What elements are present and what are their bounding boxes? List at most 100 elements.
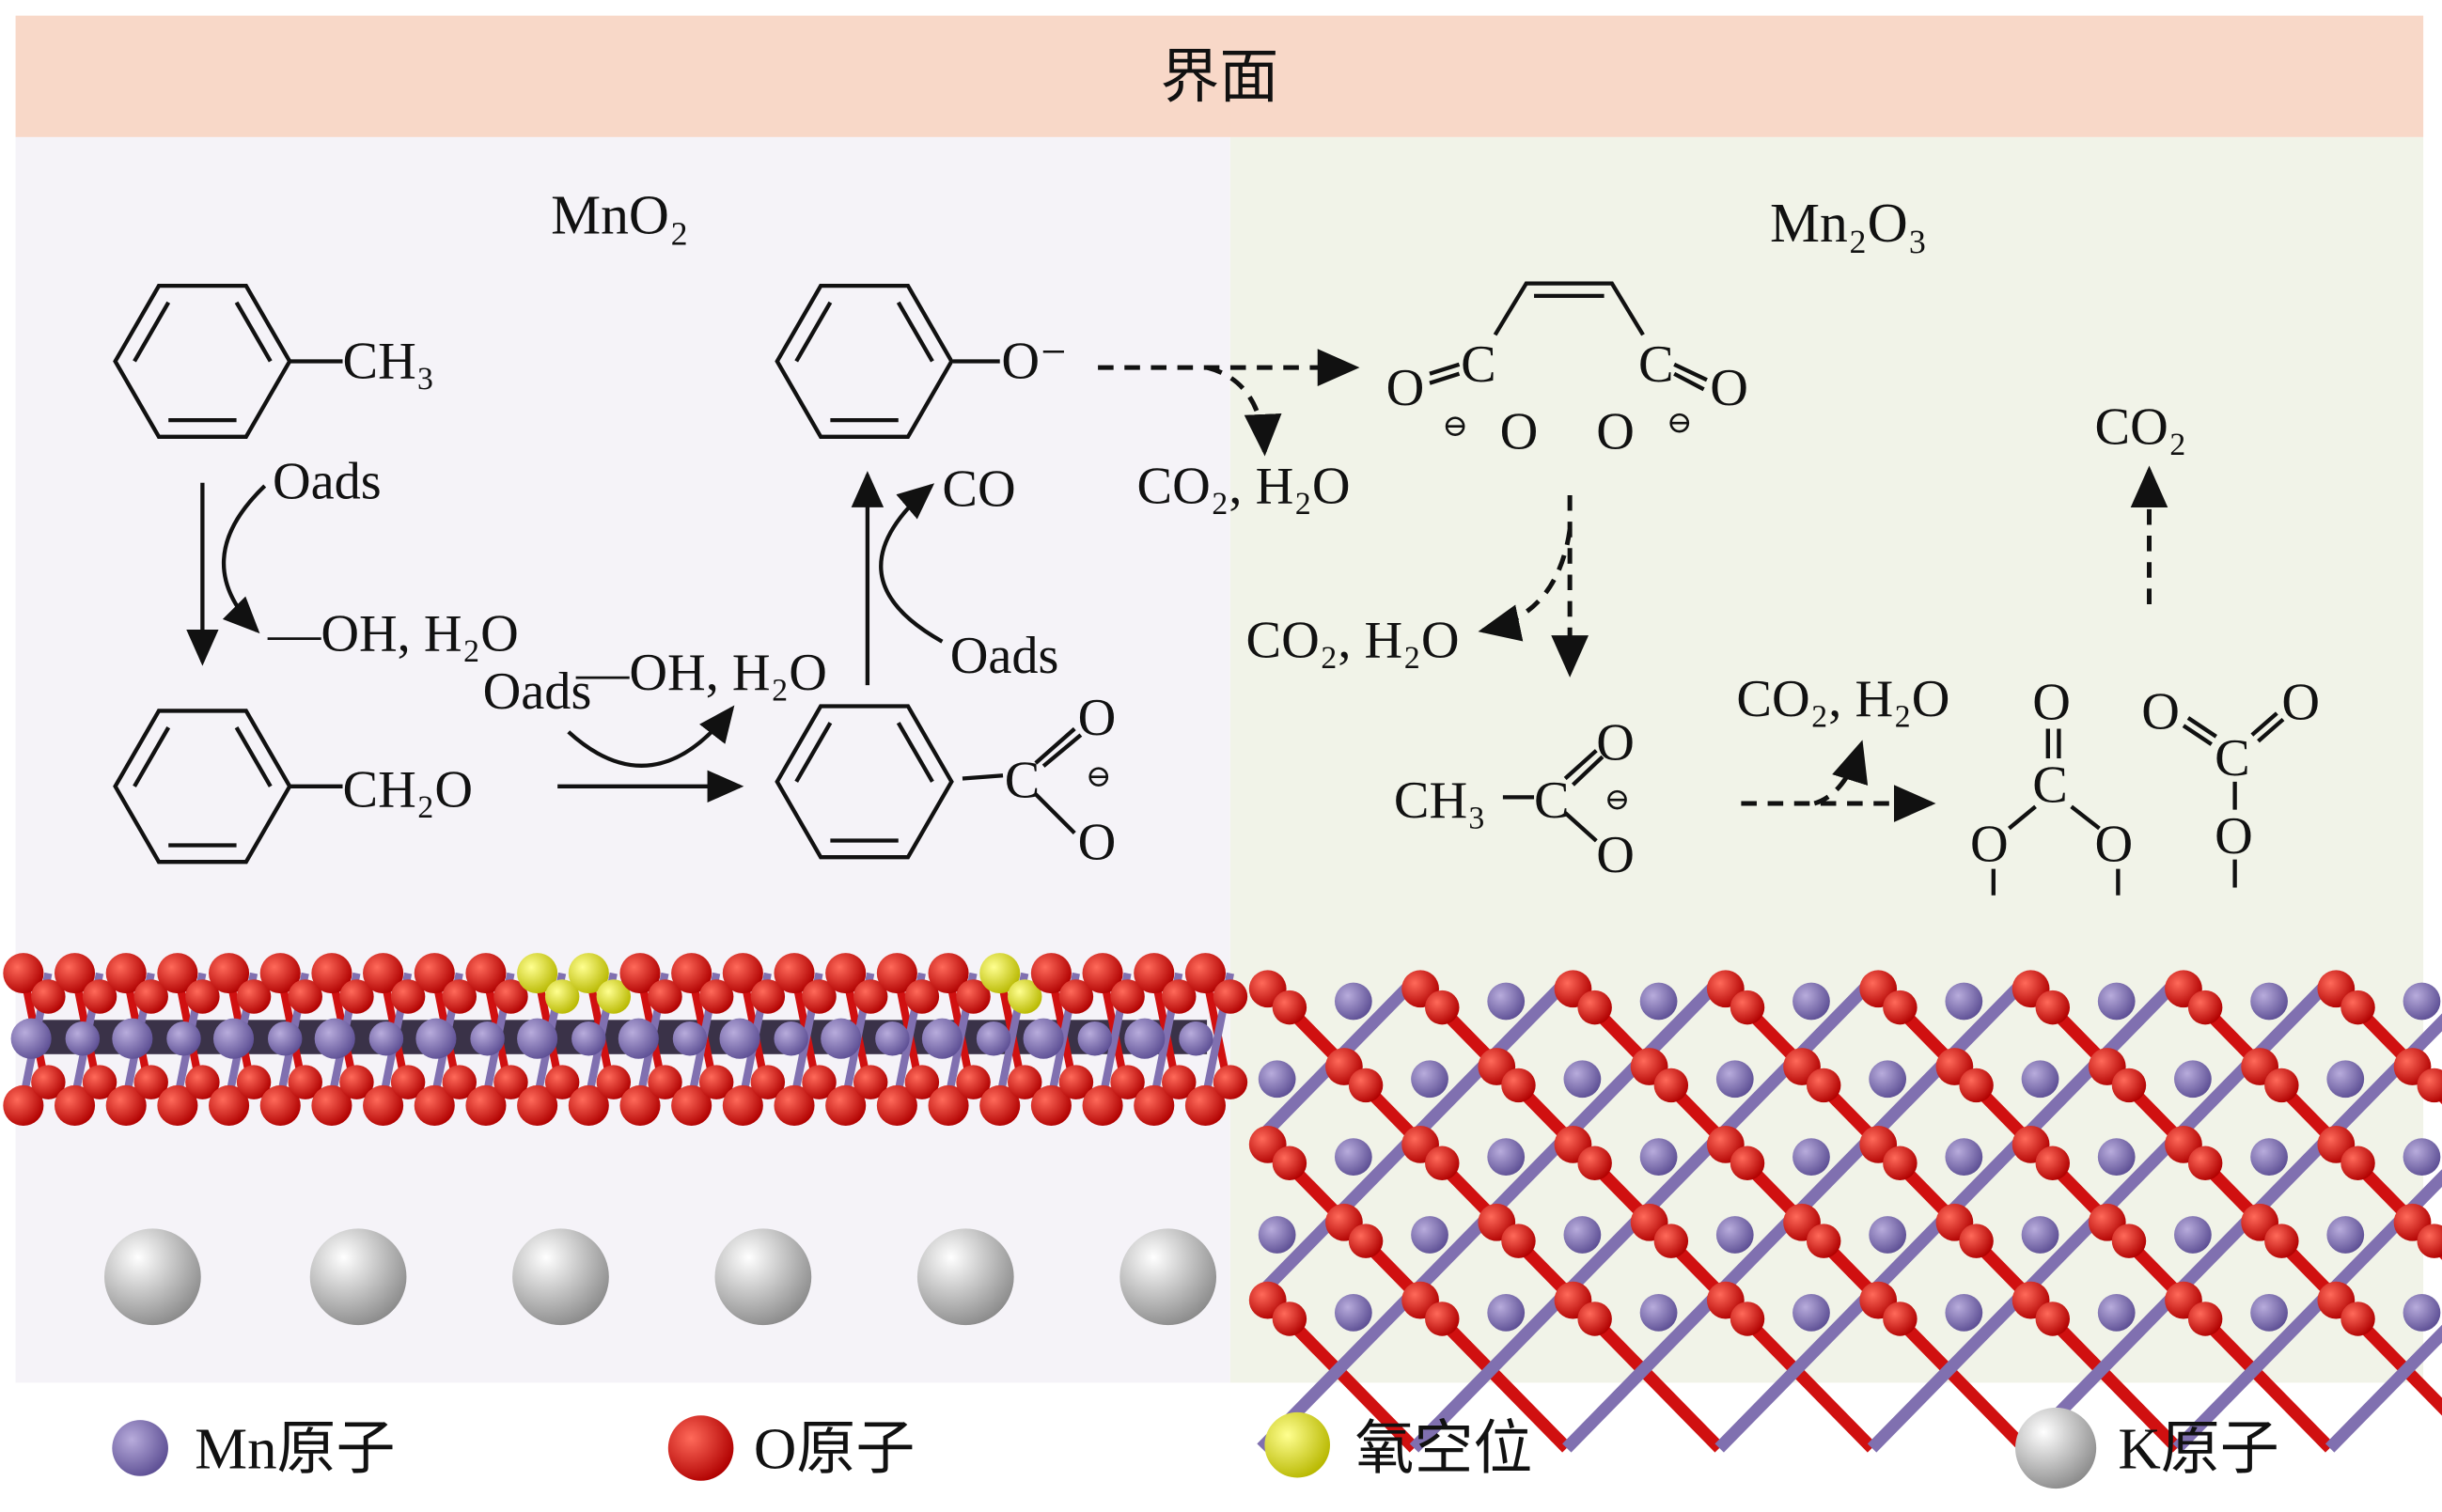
- o-atom: [311, 1084, 352, 1127]
- o-atom: [876, 1084, 917, 1127]
- mn-o-bond: [2325, 1324, 2442, 1453]
- o-atom: [1030, 953, 1072, 994]
- mn-atom: [267, 1021, 303, 1056]
- o-atom: [825, 953, 867, 994]
- o-atom: [465, 953, 507, 994]
- carbonate2-o-left: O: [2141, 683, 2180, 741]
- o-atom: [1501, 1068, 1536, 1103]
- mn2o3-crystal-structure: [1248, 970, 2442, 1453]
- mn-atom: [1945, 1293, 1983, 1332]
- o-atom: [904, 1065, 940, 1099]
- co2-label: CO₂: [2095, 397, 2187, 456]
- maleate-charge-2: ⊖: [1667, 406, 1693, 441]
- o-atom: [311, 953, 352, 994]
- o-atom: [825, 1084, 867, 1127]
- o-atom: [1806, 1068, 1841, 1103]
- mn-atom: [1869, 1216, 1907, 1254]
- k-atom: [1119, 1228, 1217, 1326]
- acetate-o1: O: [1596, 714, 1635, 772]
- o-atom: [288, 979, 322, 1014]
- maleate-c2: C: [1638, 335, 1674, 394]
- o-atom: [722, 953, 763, 994]
- o-atom: [259, 1084, 301, 1127]
- mn-atom: [1563, 1060, 1602, 1099]
- o-atom: [596, 1065, 632, 1099]
- o-atom: [619, 1084, 661, 1127]
- o-atom: [493, 979, 528, 1014]
- legend-vacancy-swatch: [1264, 1411, 1330, 1478]
- o-atom: [185, 1065, 220, 1099]
- o-atom: [671, 953, 712, 994]
- o-atom: [1348, 1068, 1384, 1103]
- o-atom: [1134, 1084, 1175, 1127]
- byproduct-1: —OH, H₂O: [267, 605, 519, 663]
- o-atom: [1082, 953, 1123, 994]
- mn-atom: [2326, 1060, 2365, 1099]
- benzene-ring: [775, 283, 954, 439]
- carbonate1-o-left: O: [1970, 815, 2009, 873]
- mn-atom: [2250, 1138, 2288, 1177]
- o-atom: [1348, 1224, 1384, 1258]
- mn-o-bond: [1714, 1287, 1877, 1453]
- mn-atom: [415, 1018, 457, 1059]
- o-atom: [1425, 1302, 1460, 1336]
- o-atom: [3, 1084, 44, 1127]
- mn-atom: [1792, 982, 1830, 1021]
- benzene-ring: [113, 709, 292, 865]
- o-atom: [802, 979, 837, 1014]
- o-atom: [517, 1084, 558, 1127]
- mn-atom: [2174, 1216, 2212, 1254]
- legend-o-label: O原子: [754, 1416, 915, 1482]
- o-atom: [544, 1065, 580, 1099]
- o-atom: [54, 953, 96, 994]
- mn-atom: [1334, 1138, 1372, 1177]
- oads-label-3: Oads: [950, 627, 1059, 685]
- o-atom: [465, 1084, 507, 1127]
- o-atom: [698, 979, 734, 1014]
- k-atom: [104, 1228, 201, 1326]
- o-atom: [209, 953, 250, 994]
- mn-atom: [517, 1018, 558, 1059]
- mn-atom: [2403, 982, 2441, 1021]
- o-atom: [2035, 1302, 2071, 1336]
- o-atom: [236, 979, 272, 1014]
- o-atom: [774, 953, 815, 994]
- carbonate2-c: C: [2215, 729, 2250, 787]
- o-atom: [1730, 1302, 1765, 1336]
- mn-atom: [2403, 1138, 2441, 1177]
- mn-atom: [1411, 1060, 1448, 1099]
- o-atom: [698, 1065, 734, 1099]
- mn-atom: [470, 1021, 505, 1056]
- o-atom: [1134, 953, 1175, 994]
- mn-o-bond: [1409, 1287, 1572, 1453]
- k-atom: [309, 1228, 407, 1326]
- o-atom: [1213, 1065, 1248, 1099]
- o-atom: [2187, 1146, 2223, 1181]
- o-atom: [802, 1065, 837, 1099]
- o-atom: [750, 1065, 786, 1099]
- o-atom: [1162, 979, 1197, 1014]
- o-atom: [2187, 990, 2223, 1025]
- mn-atom: [1487, 1138, 1526, 1177]
- o-atom: [2035, 990, 2071, 1025]
- o-atom: [1577, 1146, 1612, 1181]
- o-atom: [363, 953, 404, 994]
- legend-vacancy-label: 氧空位: [1354, 1416, 1532, 1482]
- oxygen-vacancy: [596, 979, 632, 1014]
- mn-atom: [2326, 1216, 2365, 1254]
- mn-atom: [875, 1021, 910, 1056]
- o-atom: [1272, 1146, 1307, 1181]
- mn-atom: [821, 1018, 862, 1059]
- oads-label-1: Oads: [273, 452, 382, 510]
- double-bond: [133, 301, 171, 363]
- benzoate-o2: O: [1078, 814, 1117, 872]
- mn-o-bond: [1562, 1287, 1724, 1453]
- o-atom: [1425, 1146, 1460, 1181]
- o-atom: [956, 1065, 991, 1099]
- o-atom: [1058, 1065, 1094, 1099]
- o-atom: [339, 1065, 374, 1099]
- acetate-o2: O: [1596, 826, 1635, 884]
- o-atom: [619, 953, 661, 994]
- mn-atom: [212, 1018, 255, 1059]
- mno2-crystal-structure: [3, 953, 1248, 1127]
